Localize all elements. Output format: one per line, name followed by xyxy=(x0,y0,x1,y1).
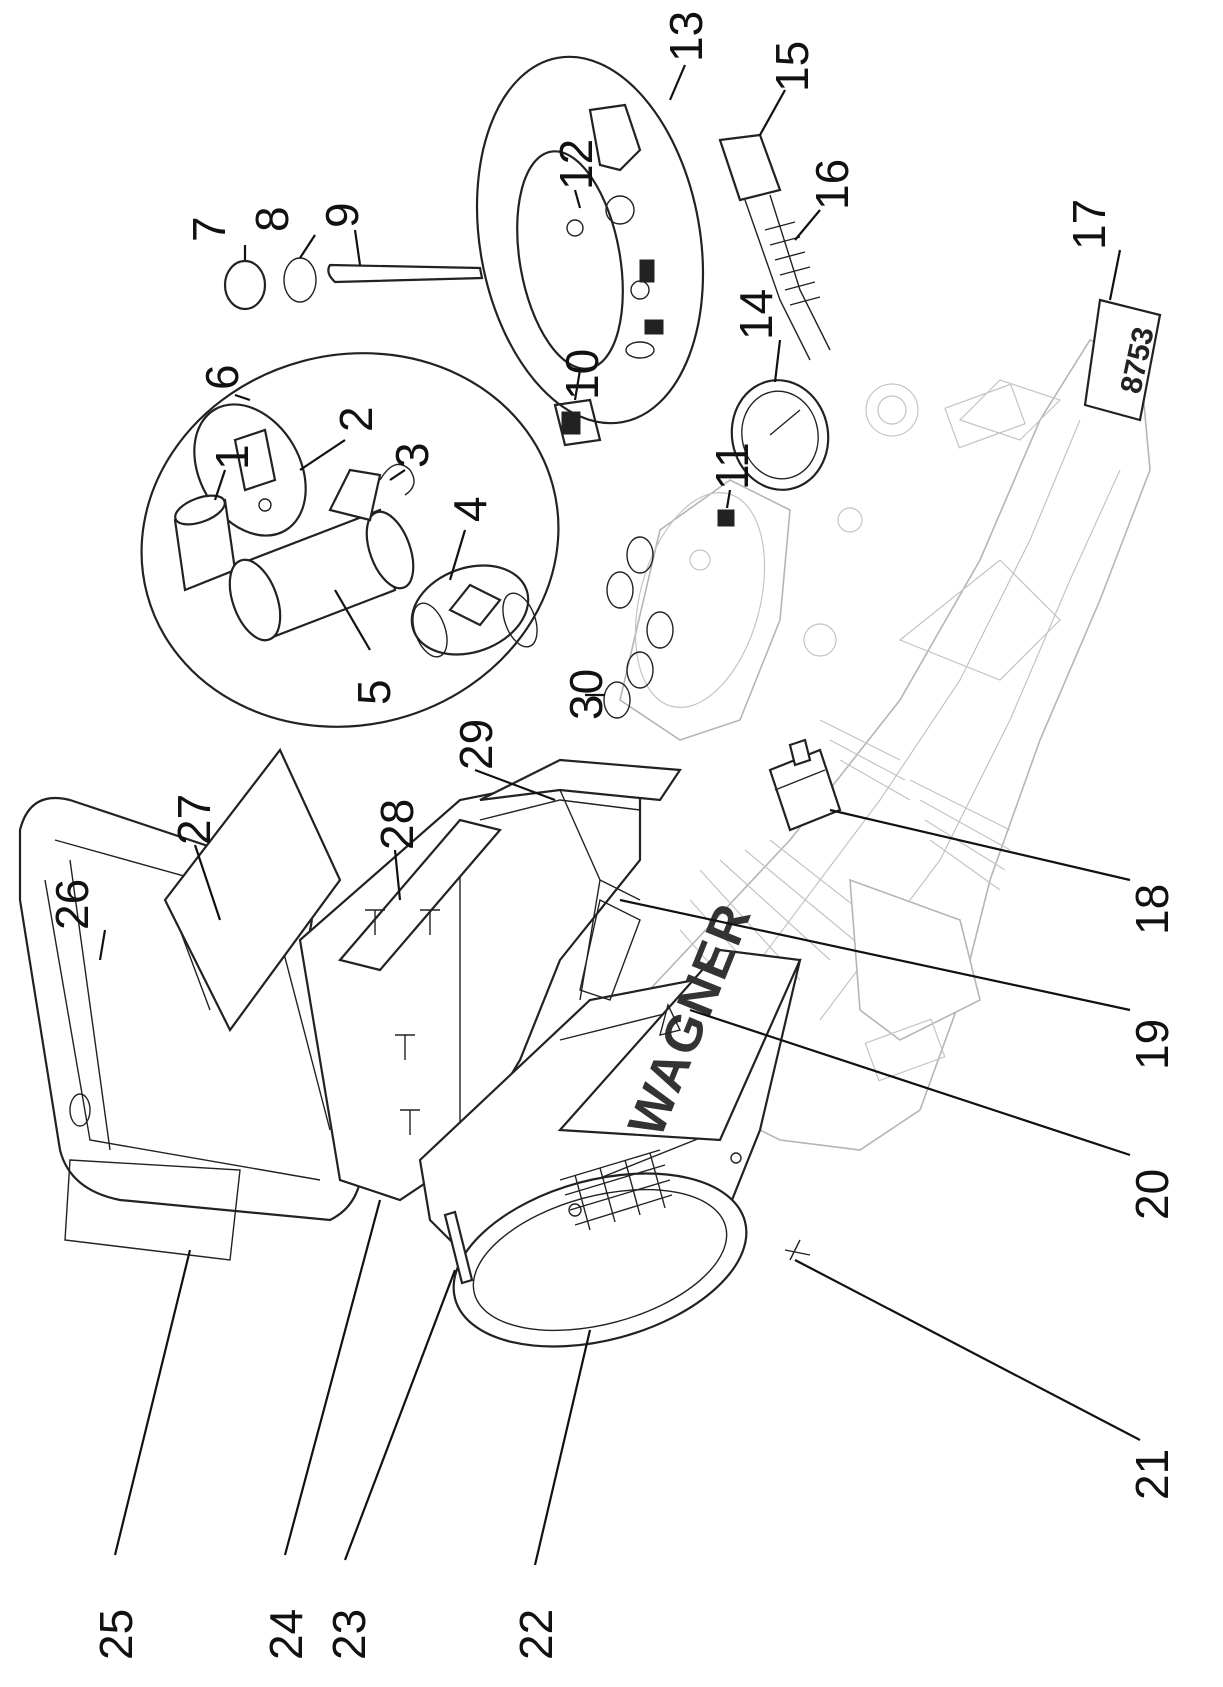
callout-1: 1 xyxy=(206,444,258,470)
filter-part xyxy=(768,738,842,832)
callout-18: 18 xyxy=(1126,884,1178,935)
callout-7: 7 xyxy=(183,216,235,242)
gauge-and-cord-parts xyxy=(717,133,831,527)
callout-21: 21 xyxy=(1126,1449,1178,1500)
callout-11: 11 xyxy=(706,442,758,490)
callout-14: 14 xyxy=(730,289,782,340)
callout-10: 10 xyxy=(556,349,608,400)
callout-23: 23 xyxy=(323,1609,375,1660)
callout-8: 8 xyxy=(246,206,298,232)
cap-and-clip-parts xyxy=(223,257,484,311)
callout-29: 29 xyxy=(450,719,502,770)
callout-16: 16 xyxy=(806,159,858,210)
callout-5: 5 xyxy=(348,679,400,705)
callout-17: 17 xyxy=(1063,199,1115,250)
callout-13: 13 xyxy=(660,11,712,62)
filter-sheet xyxy=(163,747,342,1033)
callout-25: 25 xyxy=(90,1609,142,1660)
callout-22: 22 xyxy=(510,1609,562,1660)
callout-19: 19 xyxy=(1126,1019,1178,1070)
callout-30: 30 xyxy=(560,669,612,720)
motor-housing-ghost xyxy=(639,339,1151,1151)
callout-6: 6 xyxy=(196,364,248,390)
callout-24: 24 xyxy=(260,1609,312,1660)
decal-part: 8753 xyxy=(1083,298,1162,422)
leader-lines xyxy=(98,64,1141,1566)
callout-15: 15 xyxy=(766,41,818,92)
callout-2: 2 xyxy=(330,406,382,432)
callout-3: 3 xyxy=(386,442,438,468)
label-sheet xyxy=(64,1159,241,1261)
callout-12: 12 xyxy=(550,139,602,190)
fitting-part xyxy=(553,398,602,447)
valve-discs xyxy=(603,536,674,719)
callout-28: 28 xyxy=(371,799,423,850)
callout-numbers: 1 2 3 4 5 6 7 8 9 10 11 12 13 14 15 16 1… xyxy=(46,11,1178,1660)
callout-26: 26 xyxy=(46,879,98,930)
inlet-assembly-detail xyxy=(140,352,560,728)
callout-20: 20 xyxy=(1126,1169,1178,1220)
hopper-frame: WAGNER xyxy=(18,758,802,1348)
screws xyxy=(365,909,811,1261)
outlet-assembly-detail xyxy=(475,55,705,425)
pin-part xyxy=(443,1210,474,1285)
callout-4: 4 xyxy=(444,496,496,522)
pump-head-ghost xyxy=(619,479,791,741)
callout-27: 27 xyxy=(168,794,220,845)
callout-9: 9 xyxy=(316,202,368,228)
